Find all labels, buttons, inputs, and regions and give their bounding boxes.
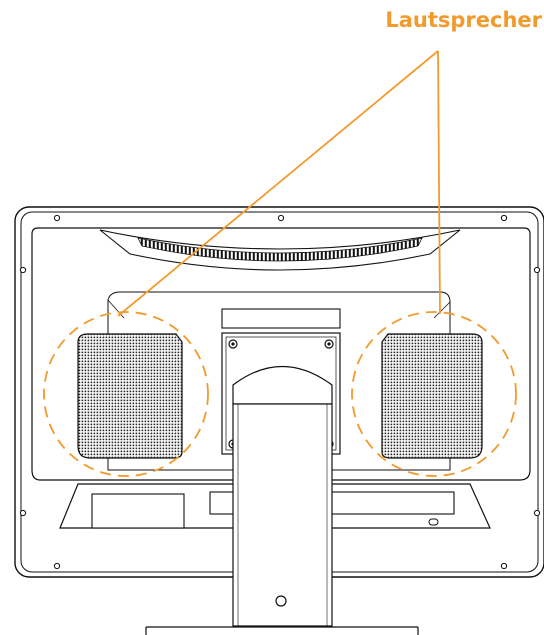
- kensington-slot: [428, 518, 439, 526]
- left-speaker-highlight: [43, 311, 209, 477]
- frame-screw-holes: [19, 214, 541, 570]
- stand-neck: [232, 366, 333, 405]
- callout-leader-right: [437, 50, 441, 315]
- stand-cable-hole: [275, 595, 287, 607]
- stand-column: [232, 403, 333, 627]
- left-speaker-grille: [77, 333, 183, 459]
- connector-bay-left: [91, 493, 185, 529]
- top-vent-housing: [99, 229, 461, 271]
- label-window: [221, 308, 341, 329]
- panel-edge: [107, 299, 125, 319]
- right-speaker-grille: [381, 333, 483, 459]
- speaker-callout-label: Lautsprecher: [385, 8, 542, 32]
- stand-column-inner: [237, 403, 328, 627]
- top-vent-slots: [137, 237, 423, 262]
- panel-edge: [433, 301, 451, 319]
- callout-leader-left: [117, 50, 439, 317]
- right-speaker-highlight: [351, 311, 517, 477]
